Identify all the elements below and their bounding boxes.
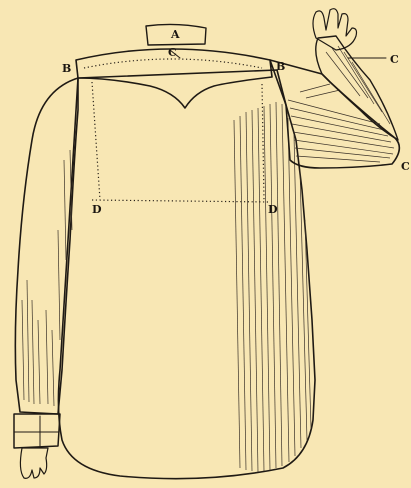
label-a: A	[170, 28, 180, 41]
label-c-yoke: C	[168, 46, 177, 59]
labels: A B B C C C D D	[62, 28, 410, 216]
label-d-right: D	[268, 203, 278, 216]
label-b-right: B	[276, 60, 285, 73]
left-sleeve-shading	[22, 150, 72, 406]
label-c-hand: C	[390, 53, 399, 66]
label-b-left: B	[62, 62, 71, 75]
label-d-left: D	[92, 203, 102, 216]
shirt-body	[58, 70, 315, 479]
left-cuff	[14, 414, 60, 448]
left-sleeve	[14, 78, 78, 478]
label-c-elbow: C	[401, 160, 410, 173]
right-hand	[313, 9, 357, 50]
d-line	[92, 200, 270, 202]
body-shading-right	[234, 102, 311, 472]
left-hand	[20, 448, 48, 478]
right-sleeve	[270, 9, 399, 168]
